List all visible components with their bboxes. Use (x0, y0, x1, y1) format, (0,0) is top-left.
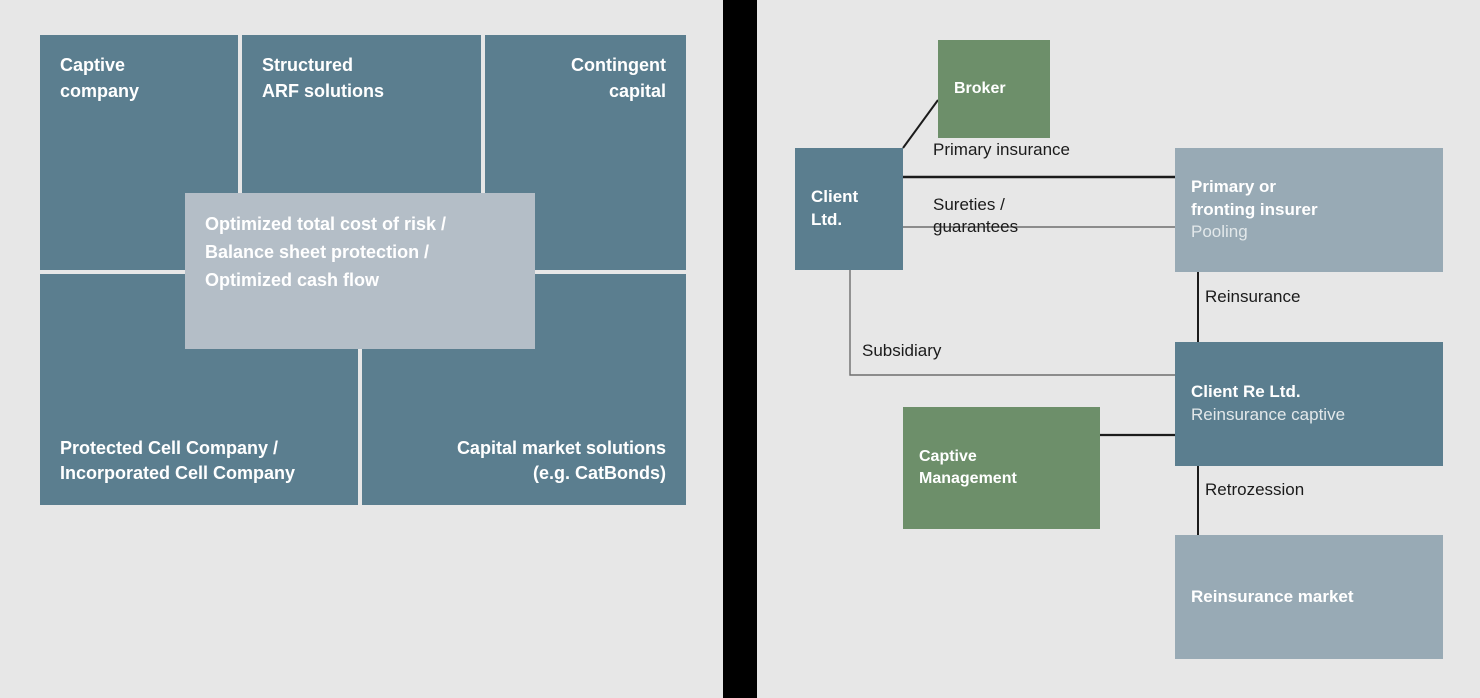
right-diagram-panel: Broker Client Ltd. Primary or fronting i… (757, 0, 1480, 698)
box-captive-company[interactable]: Captive company (40, 35, 238, 270)
node-reinsurance-market[interactable]: Reinsurance market (1175, 535, 1443, 659)
node-client-ltd-title: Client Ltd. (811, 187, 859, 229)
left-diagram-panel: Captive company Structured ARF solutions… (0, 0, 723, 698)
edge-label-sureties-guarantees: Sureties / guarantees (933, 195, 1019, 237)
box-protected-cell-company-label: Protected Cell Company / Incorporated Ce… (60, 437, 296, 484)
node-primary-insurer-subtitle: Pooling (1191, 222, 1248, 242)
box-structured-arf-solutions-label: Structured ARF solutions (262, 55, 384, 101)
connector-lines (849, 99, 1199, 535)
connector-subsidiary (849, 270, 1175, 376)
edge-label-primary-insurance: Primary insurance (933, 140, 1070, 159)
node-primary-insurer-title: Primary or fronting insurer (1191, 176, 1318, 219)
node-client-re-ltd[interactable]: Client Re Ltd. Reinsurance captive (1175, 342, 1443, 466)
node-captive-management[interactable]: Captive Management (903, 407, 1100, 529)
node-client-ltd[interactable]: Client Ltd. (795, 148, 903, 270)
node-primary-insurer[interactable]: Primary or fronting insurer Pooling (1175, 148, 1443, 272)
edge-label-subsidiary: Subsidiary (862, 341, 942, 360)
node-client-re-ltd-subtitle: Reinsurance captive (1191, 405, 1346, 424)
connector-client-to-broker (902, 99, 939, 149)
node-reinsurance-market-title: Reinsurance market (1191, 586, 1354, 606)
node-broker-title: Broker (954, 80, 1006, 98)
box-capital-market-solutions[interactable]: Capital market solutions (e.g. CatBonds) (362, 274, 686, 505)
edge-label-reinsurance: Reinsurance (1205, 287, 1301, 306)
node-captive-management-title: Captive Management (919, 448, 1017, 487)
box-contingent-capital-label: Contingent capital (571, 55, 666, 101)
box-captive-company-label: Captive company (60, 55, 140, 101)
node-broker[interactable]: Broker (938, 40, 1050, 138)
edge-label-retrozession: Retrozession (1205, 480, 1305, 499)
node-client-re-ltd-title: Client Re Ltd. (1191, 382, 1301, 402)
box-optimized-outcomes[interactable]: Optimized total cost of risk / Balance s… (185, 193, 535, 349)
box-capital-market-solutions-label: Capital market solutions (e.g. CatBonds) (456, 437, 666, 484)
panel-divider (723, 0, 757, 698)
box-optimized-outcomes-label: Optimized total cost of risk / Balance s… (205, 214, 447, 290)
